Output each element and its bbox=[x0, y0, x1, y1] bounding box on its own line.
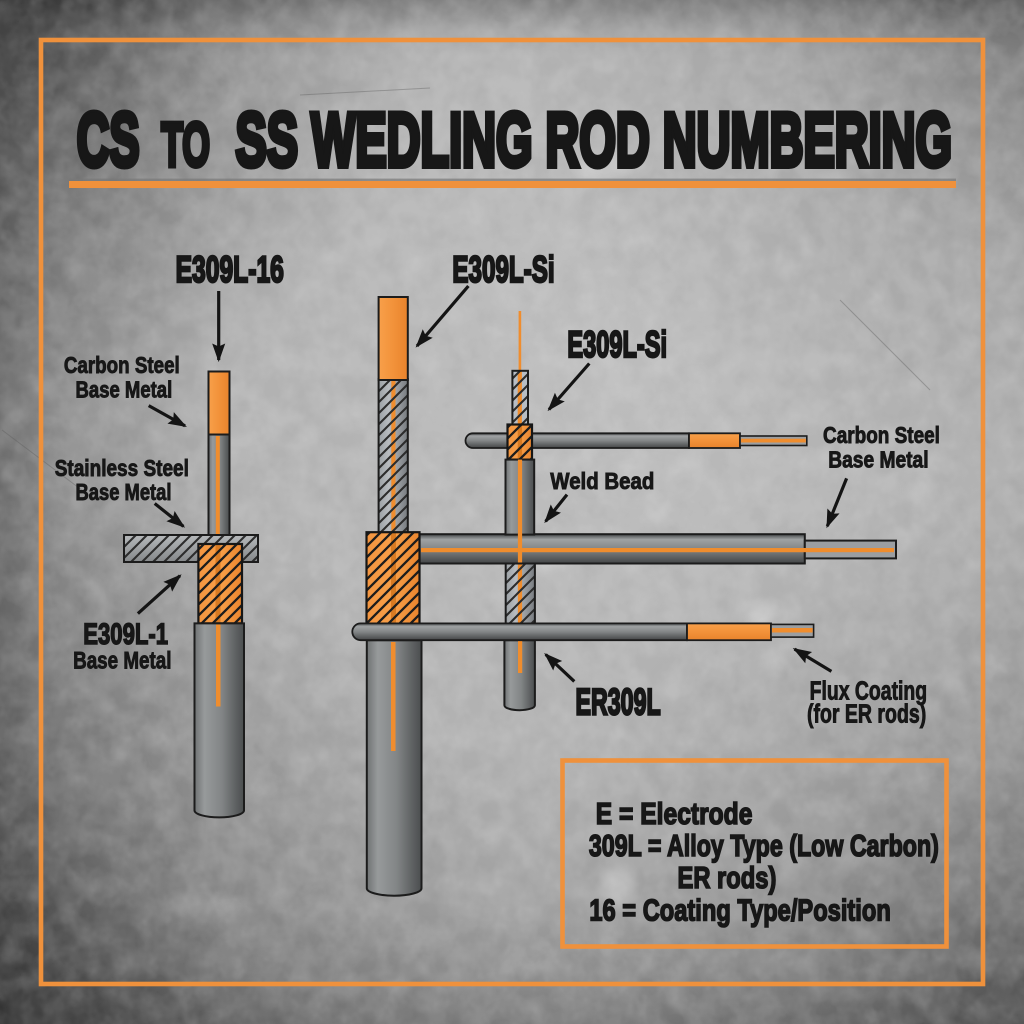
svg-text:ER rods): ER rods) bbox=[678, 860, 777, 895]
svg-text:16 = Coating Type/Position: 16 = Coating Type/Position bbox=[589, 893, 890, 928]
svg-text:Carbon Steel: Carbon Steel bbox=[64, 352, 180, 378]
svg-text:CS: CS bbox=[77, 98, 140, 183]
svg-text:Carbon Steel: Carbon Steel bbox=[823, 422, 940, 448]
svg-text:E309L-Si: E309L-Si bbox=[567, 324, 667, 365]
svg-text:Base Metal: Base Metal bbox=[73, 647, 171, 674]
svg-text:(for ER rods): (for ER rods) bbox=[807, 701, 926, 729]
svg-text:Weld Bead: Weld Bead bbox=[550, 468, 654, 494]
svg-text:E = Electrode: E = Electrode bbox=[596, 796, 753, 831]
svg-text:TO: TO bbox=[161, 111, 210, 180]
svg-text:ER309L: ER309L bbox=[576, 681, 661, 722]
svg-text:SS WEDLING ROD NUMBERING: SS WEDLING ROD NUMBERING bbox=[236, 98, 953, 183]
svg-text:E309L-1: E309L-1 bbox=[83, 618, 168, 651]
svg-text:Base Metal: Base Metal bbox=[828, 447, 928, 473]
svg-text:Base Metal: Base Metal bbox=[76, 376, 173, 402]
svg-text:Stainless Steel: Stainless Steel bbox=[55, 455, 189, 481]
svg-text:E309L-Si: E309L-Si bbox=[452, 249, 554, 290]
svg-text:E309L-16: E309L-16 bbox=[176, 249, 284, 290]
svg-text:Flux Coating: Flux Coating bbox=[810, 677, 928, 705]
svg-text:309L = Alloy Type (Low Carbon): 309L = Alloy Type (Low Carbon) bbox=[589, 828, 939, 863]
svg-text:Base Metal: Base Metal bbox=[76, 479, 172, 505]
